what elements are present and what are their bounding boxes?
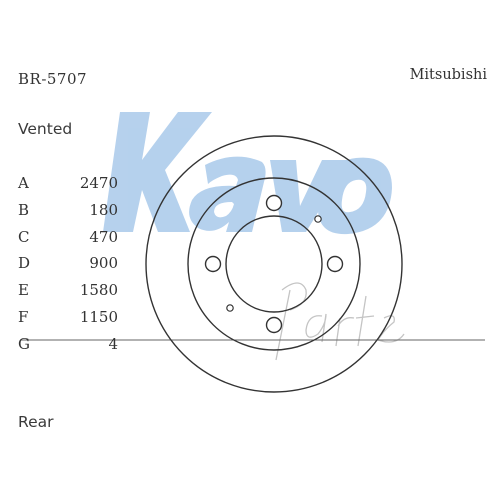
parts-script-watermark bbox=[275, 282, 405, 361]
dimension-letter: G bbox=[18, 334, 30, 353]
locating-hole bbox=[314, 215, 322, 223]
dimension-value: 2470 bbox=[79, 174, 118, 192]
dimension-value: 180 bbox=[89, 200, 118, 219]
dimension-row: D 900 bbox=[16, 254, 120, 281]
disc-hat-edge bbox=[187, 177, 361, 351]
dimension-letter: B bbox=[18, 200, 30, 219]
dimension-value: 1580 bbox=[79, 281, 118, 300]
dimension-value: 1150 bbox=[79, 307, 118, 326]
dimension-row: C 470 bbox=[16, 228, 120, 255]
part-number: BR-5707 bbox=[18, 70, 88, 88]
bolt-hole bbox=[265, 316, 283, 334]
locating-hole bbox=[226, 304, 234, 312]
disc-outer-edge bbox=[145, 135, 403, 393]
dimension-letter: F bbox=[18, 307, 29, 326]
dimension-row: F 1150 bbox=[16, 308, 120, 335]
centre-bore bbox=[225, 215, 323, 313]
dimension-letter: A bbox=[18, 174, 29, 192]
dimension-row: G 4 bbox=[16, 335, 120, 362]
dimension-value: 4 bbox=[108, 334, 118, 353]
bolt-hole bbox=[265, 194, 283, 212]
dimension-value: 470 bbox=[89, 227, 118, 246]
disc-type: Vented bbox=[18, 120, 73, 138]
dimension-letter: D bbox=[18, 254, 31, 273]
dimension-row: E 1580 bbox=[16, 281, 120, 308]
dimension-letter: E bbox=[18, 281, 29, 300]
bolt-hole bbox=[326, 255, 344, 273]
dimension-table: A 2470 B 180 C 470 D 900 E 1580 F 1150 G… bbox=[16, 174, 120, 362]
kavo-logo-watermark bbox=[103, 112, 392, 235]
dimension-row: A 2470 bbox=[16, 174, 120, 201]
dimension-row: B 180 bbox=[16, 201, 120, 228]
bolt-hole bbox=[204, 255, 222, 273]
vehicle-brand: Mitsubishi bbox=[409, 67, 487, 83]
axle-position: Rear bbox=[18, 413, 54, 431]
dimension-letter: C bbox=[18, 227, 30, 246]
dimension-value: 900 bbox=[89, 254, 118, 273]
